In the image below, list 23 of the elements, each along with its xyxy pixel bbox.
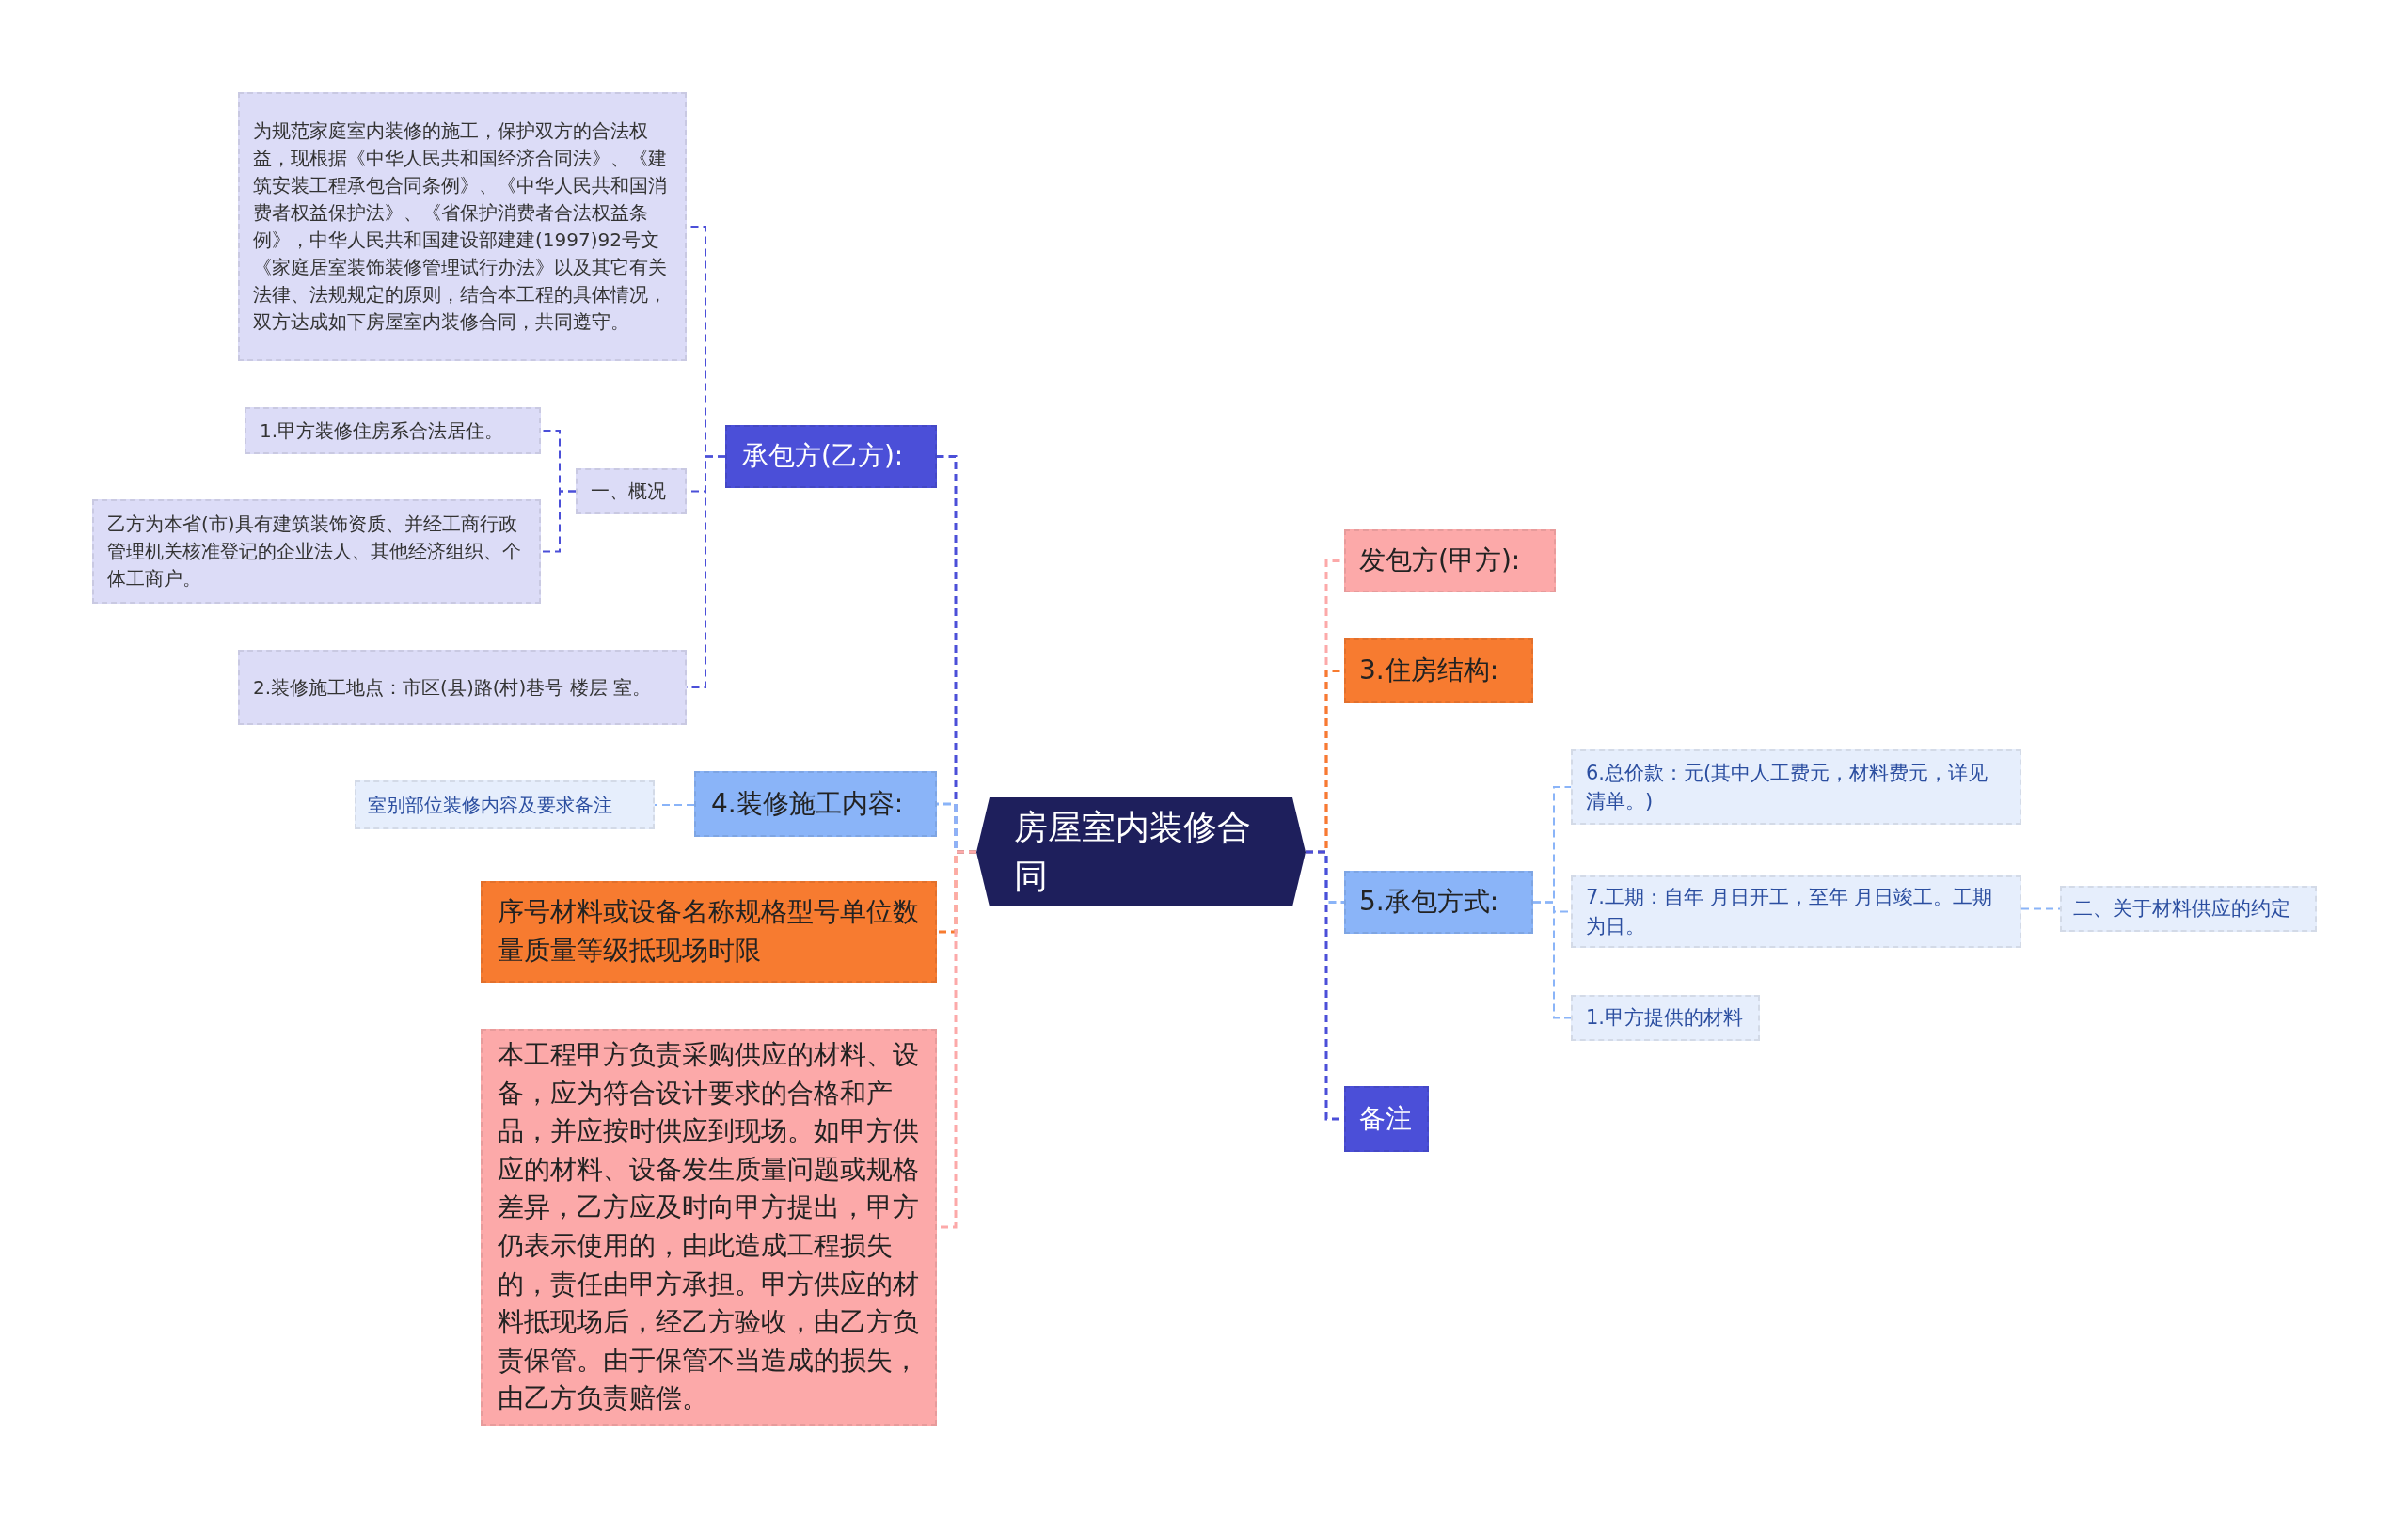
text-box: 为规范家庭室内装修的施工，保护双方的合法权益，现根据《中华人民共和国经济合同法》、《建筑安装工程承包合同条例》、《中华人民共和国消费者权益保护法》、《省保护消费者合法权益条例》，中华人民共和国建设部建建(1997)92号文《家庭居室装饰装修管理试行办法》以及其它有关法律、法规规定的原则，结合本工程的具体情况，双方达成如下房屋室内装修合同，共同遵守。 [238,92,687,361]
text-box: 1.甲方提供的材料 [1571,995,1760,1041]
central-topic: 房屋室内装修合同 [976,797,1306,907]
topic-box: 5.承包方式: [1344,871,1533,934]
connector [2020,907,2061,910]
connector [654,804,695,806]
topic-box: 发包方(甲方): [1344,529,1556,592]
text-box: 6.总价款：元(其中人工费元，材料费元，详见清单。) [1571,749,2021,825]
connector [1532,901,1572,1019]
text-box: 室别部位装修内容及要求备注 [355,780,655,829]
topic-box: 4.装修施工内容: [694,771,937,837]
text-box: 二、关于材料供应的约定 [2060,886,2317,932]
topic-box: 3.住房结构: [1344,638,1533,703]
connector [540,490,577,553]
text-box: 2.装修施工地点：市区(县)路(村)巷号 楼层 室。 [238,650,687,725]
topic-box: 一、概况 [576,468,687,514]
text-box: 7.工期：自年 月日开工，至年 月日竣工。工期为日。 [1571,875,2021,948]
topic-box: 承包方(乙方): [725,425,937,488]
topic-box: 备注 [1344,1086,1429,1152]
text-box: 乙方为本省(市)具有建筑装饰资质、并经工商行政管理机关核准登记的企业法人、其他经济组织、个体工商户。 [92,499,541,604]
text-box: 本工程甲方负责采购供应的材料、设备，应为符合设计要求的合格和产品，并应按时供应到现场。如甲方供应的材料、设备发生质量问题或规格差异，乙方应及时向甲方提出，甲方仍表示使用的，由此造成工程损失的，责任由甲方承担。甲方供应的材料抵现场后，经乙方验收，由乙方负责保管。由于保管不当造成的损失，由乙方负责赔偿。 [481,1029,937,1426]
topic-box: 序号材料或设备名称规格型号单位数量质量等级抵现场时限 [481,881,937,983]
text-box: 1.甲方装修住房系合法居住。 [245,407,541,454]
